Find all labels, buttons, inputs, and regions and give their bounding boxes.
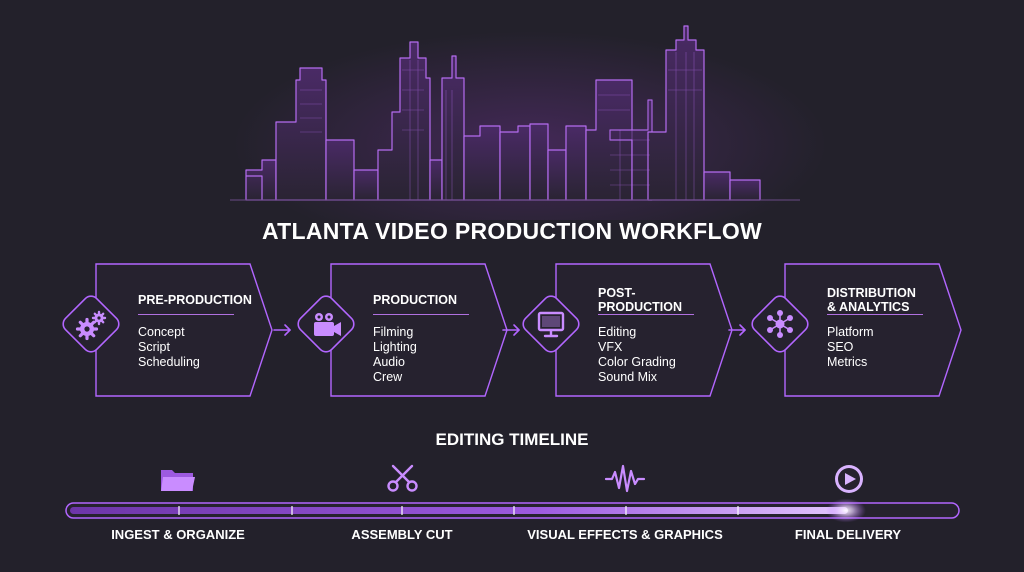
stage-item-list: Concept Script Scheduling <box>138 325 200 370</box>
stage-production: PRODUCTION Filming Lighting Audio Crew <box>330 263 508 397</box>
timeline-progress-fill <box>70 507 848 514</box>
stage-item-list: Editing VFX Color Grading Sound Mix <box>598 325 676 385</box>
stage-item: Sound Mix <box>598 370 658 384</box>
stage-pre-production: PRE-PRODUCTION Concept Script Scheduling <box>95 263 273 397</box>
stage-divider <box>598 314 694 315</box>
waveform-icon <box>604 464 646 493</box>
stage-title: PRE-PRODUCTION <box>138 293 252 307</box>
stage-distribution-analytics: DISTRIBUTION & ANALYTICS Platform SEO Me… <box>784 263 962 397</box>
stage-item: Lighting <box>373 340 417 354</box>
stage-chevron-frame <box>784 263 962 397</box>
diagram-title: ATLANTA VIDEO PRODUCTION WORKFLOW <box>261 218 763 244</box>
atlanta-skyline-illustration <box>230 25 800 201</box>
stage-title: DISTRIBUTION & ANALYTICS <box>827 286 916 314</box>
stage-item: Scheduling <box>138 355 200 369</box>
milestone-label-ingest: INGEST & ORGANIZE <box>111 527 245 542</box>
stage-chevron-frame <box>330 263 508 397</box>
stage-chevron-frame <box>555 263 733 397</box>
stage-item: Metrics <box>827 355 868 369</box>
stage-item-list: Platform SEO Metrics <box>827 325 874 370</box>
stage-title: PRODUCTION <box>373 293 458 307</box>
stage-item: Script <box>138 340 170 354</box>
stage-divider <box>138 314 234 315</box>
scissors-icon <box>387 464 418 492</box>
stage-item: Crew <box>373 370 403 384</box>
stage-item: Audio <box>373 355 405 369</box>
stage-title: POST- PRODUCTION <box>598 286 683 314</box>
stage-item: Platform <box>827 325 874 339</box>
stage-item-list: Filming Lighting Audio Crew <box>373 325 417 385</box>
milestone-label-delivery: FINAL DELIVERY <box>794 527 902 542</box>
folder-icon <box>161 470 195 491</box>
timeline-tick-marks <box>178 506 739 515</box>
stage-item: VFX <box>598 340 623 354</box>
stage-divider <box>373 314 469 315</box>
stage-item: Color Grading <box>598 355 676 369</box>
stage-item: Editing <box>598 325 637 339</box>
stage-post-production: POST- PRODUCTION Editing VFX Color Gradi… <box>555 263 733 397</box>
stage-chevron-frame <box>95 263 273 397</box>
stage-divider <box>827 314 923 315</box>
milestone-label-vfx: VISUAL EFFECTS & GRAPHICS <box>527 527 723 542</box>
play-button-icon <box>835 465 863 493</box>
timeline-track <box>65 502 960 519</box>
milestone-label-assembly: ASSEMBLY CUT <box>351 527 453 542</box>
stage-item: Filming <box>373 325 414 339</box>
stage-item: SEO <box>827 340 854 354</box>
stage-item: Concept <box>138 325 185 339</box>
timeline-title: EDITING TIMELINE <box>435 430 589 449</box>
